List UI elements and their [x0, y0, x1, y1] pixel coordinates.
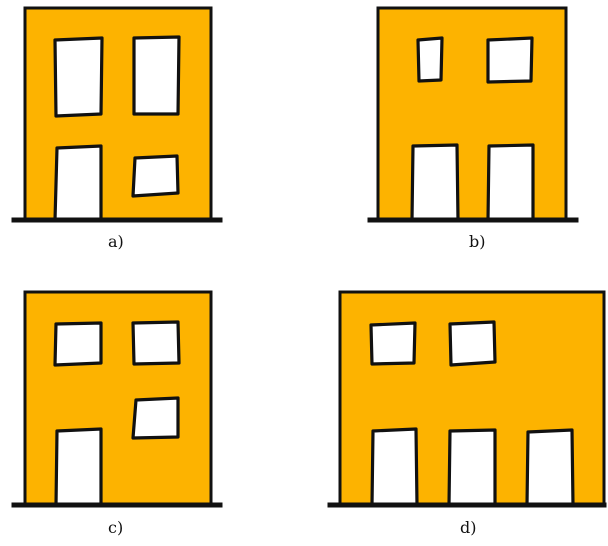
window-a-ground-right — [131, 154, 180, 198]
door-d-ground-left — [370, 427, 419, 507]
facade-wall-a — [23, 6, 213, 222]
caption-d: d) — [460, 518, 476, 537]
facade-variant-b: b) — [367, 6, 579, 251]
door-c-ground — [54, 427, 103, 507]
window-d-upper-left — [369, 321, 417, 366]
facade-wall-b — [376, 6, 568, 222]
caption-b: b) — [469, 232, 485, 251]
door-b-ground-left — [410, 143, 460, 222]
door-a-ground — [53, 144, 103, 222]
window-d-upper-right — [448, 320, 497, 367]
facade-variant-d: d) — [327, 290, 607, 537]
window-c-middle-right — [131, 396, 180, 440]
door-d-ground-middle — [447, 428, 497, 507]
door-d-ground-right — [525, 428, 575, 507]
facade-wall-c — [23, 290, 213, 507]
window-a-upper-left — [53, 36, 104, 118]
caption-a: a) — [108, 232, 124, 251]
door-b-ground-right — [486, 143, 535, 222]
facade-variant-a: a) — [11, 6, 223, 251]
window-c-upper-left — [53, 321, 103, 367]
window-c-upper-right — [131, 320, 181, 366]
window-b-upper-right — [486, 36, 534, 84]
facade-variant-c: c) — [11, 290, 223, 537]
window-b-upper-left — [416, 36, 444, 83]
window-a-upper-right — [132, 35, 181, 116]
caption-c: c) — [108, 518, 123, 537]
